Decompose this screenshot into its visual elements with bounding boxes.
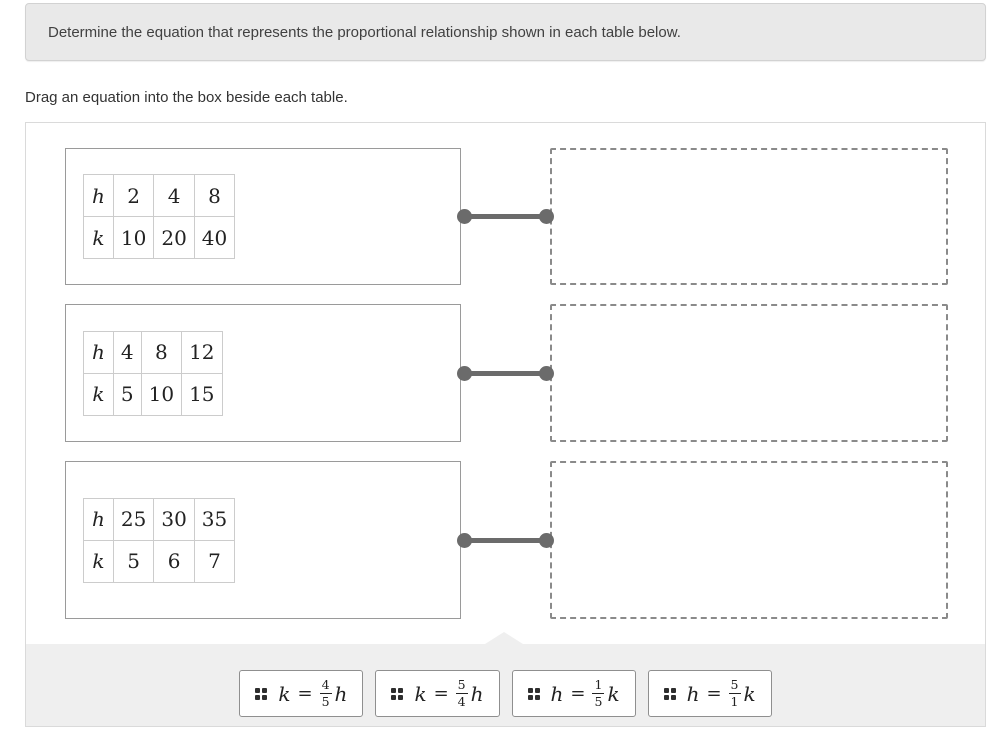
equation-text: k = 5 4 h	[414, 676, 484, 709]
table-cell: 7	[193, 539, 236, 583]
table-card-1: h 2 4 8 k 10 20 40	[65, 148, 461, 285]
drag-handle-icon[interactable]	[391, 687, 404, 700]
equation-choice-3[interactable]: h = 1 5 k	[511, 670, 636, 717]
match-row-2: h 4 8 12 k 5 10 15	[65, 304, 948, 442]
table-cell: 20	[153, 216, 195, 259]
match-row-1: h 2 4 8 k 10 20 40	[65, 148, 948, 285]
choices-tray: k = 4 5 h k = 5 4	[26, 632, 985, 726]
drag-handle-icon[interactable]	[663, 687, 676, 700]
table-label: k	[83, 372, 114, 416]
connector-line-1	[457, 209, 554, 224]
table-cell: 12	[181, 330, 223, 374]
table-card-3: h 25 30 35 k 5 6 7	[65, 461, 461, 619]
table-cell: 4	[112, 330, 142, 374]
drag-handle-icon[interactable]	[527, 687, 540, 700]
table-cell: 5	[112, 372, 142, 416]
table-cell: 2	[112, 174, 155, 217]
fraction: 5 1	[728, 676, 741, 709]
match-row-3: h 25 30 35 k 5 6 7	[65, 461, 948, 619]
prompt-box: Determine the equation that represents t…	[25, 3, 986, 61]
fraction: 5 4	[455, 676, 468, 709]
table-card-2: h 4 8 12 k 5 10 15	[65, 304, 461, 442]
table-cell: 6	[153, 539, 195, 583]
table-cell: 35	[193, 497, 236, 541]
question-board: h 2 4 8 k 10 20 40	[25, 122, 986, 727]
equation-choice-1[interactable]: k = 4 5 h	[239, 670, 364, 717]
table-cell: 40	[193, 216, 236, 259]
answer-dropzone-2[interactable]	[550, 304, 948, 442]
fraction: 1 5	[592, 676, 605, 709]
prompt-text: Determine the equation that represents t…	[48, 23, 681, 41]
table-cell: 25	[112, 497, 155, 541]
drag-handle-icon[interactable]	[255, 687, 268, 700]
table-label: h	[83, 330, 114, 374]
table-label: k	[83, 216, 114, 259]
connector-line-2	[457, 365, 554, 381]
equation-text: k = 4 5 h	[278, 676, 348, 709]
table-label: h	[83, 497, 114, 541]
table-cell: 10	[112, 216, 155, 259]
table-cell: 10	[140, 372, 183, 416]
fraction: 4 5	[319, 676, 332, 709]
instruction-text: Drag an equation into the box beside eac…	[25, 89, 348, 106]
answer-dropzone-3[interactable]	[550, 461, 948, 619]
choices-list: k = 4 5 h k = 5 4	[26, 644, 985, 717]
match-area: h 2 4 8 k 10 20 40	[26, 123, 985, 644]
table-cell: 8	[140, 330, 183, 374]
table-label: k	[83, 539, 114, 583]
table-cell: 5	[112, 539, 155, 583]
ratio-table-3: h 25 30 35 k 5 6 7	[83, 497, 236, 583]
table-cell: 4	[153, 174, 195, 217]
table-cell: 30	[153, 497, 195, 541]
equation-text: h = 1 5 k	[550, 676, 620, 709]
table-cell: 8	[193, 174, 236, 217]
equation-choice-4[interactable]: h = 5 1 k	[647, 670, 772, 717]
equation-text: h = 5 1 k	[686, 676, 756, 709]
ratio-table-2: h 4 8 12 k 5 10 15	[83, 330, 223, 416]
answer-dropzone-1[interactable]	[550, 148, 948, 285]
connector-line-3	[457, 532, 554, 548]
table-cell: 15	[181, 372, 223, 416]
table-label: h	[83, 174, 114, 217]
equation-choice-2[interactable]: k = 5 4 h	[375, 670, 500, 717]
ratio-table-1: h 2 4 8 k 10 20 40	[83, 174, 236, 259]
tray-notch	[485, 632, 523, 644]
